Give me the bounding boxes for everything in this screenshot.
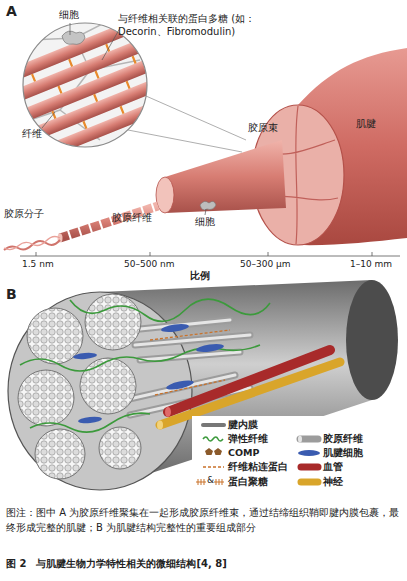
- zoom-line: [128, 130, 242, 152]
- elastic-fibre: [70, 299, 270, 321]
- fascicle: [18, 370, 74, 426]
- blood-vessel: [168, 350, 330, 412]
- leader-line: [102, 28, 120, 60]
- figure-note: 图注：图中 A 为胶原纤维聚集在一起形成胶原纤维束，通过结缔组织鞘即腱内膜包裹，…: [6, 506, 402, 535]
- tenocyte: [78, 416, 102, 424]
- legend-sample: [298, 450, 320, 456]
- cell-shape: [62, 31, 85, 44]
- legend-text: 纤维粘连蛋白: [228, 461, 288, 473]
- tenocyte: [166, 379, 195, 392]
- panel-letter: A: [6, 3, 17, 21]
- legend-text: 肌腱细胞: [323, 447, 363, 459]
- legend-sample: [301, 464, 318, 471]
- callout-label: 细胞: [59, 9, 79, 22]
- zoom-circle: [23, 23, 147, 147]
- legend-text: 胶原纤维: [323, 433, 363, 445]
- zoom-line: [146, 96, 246, 140]
- part-label: 胶原分子: [4, 208, 44, 221]
- scale-title: 比例: [190, 270, 210, 283]
- leader-line: [70, 23, 71, 35]
- fascicle: [80, 358, 136, 414]
- legend-sample: [203, 437, 223, 441]
- fascicle: [85, 294, 141, 350]
- panel-letter: B: [6, 286, 17, 304]
- part-label: 胶原纤维: [112, 212, 152, 225]
- fibre: [22, 89, 189, 167]
- scale-value: 50–300 μm: [240, 259, 290, 270]
- legend-text: 腱内膜: [228, 419, 258, 431]
- legend-text: 蛋白聚糖: [228, 476, 268, 488]
- legend-text: 神经: [323, 476, 343, 488]
- fascicle-cylinder: [165, 140, 286, 213]
- tenocyte: [161, 323, 190, 334]
- tenocyte: [196, 343, 225, 354]
- scale-ticks: [36, 252, 372, 256]
- collagen-fibril: [60, 206, 158, 238]
- legend-sample: [298, 436, 302, 443]
- tube-back: [346, 280, 398, 400]
- nerve: [160, 362, 340, 425]
- elastic-fibre: [20, 345, 260, 371]
- elastic-fibre: [30, 413, 150, 432]
- legend-text: 血管: [323, 461, 343, 473]
- callout-label: 与纤维相关联的蛋白多糖 (如：Decorin、Fibromodulin): [118, 13, 276, 38]
- callout-label: 细胞: [195, 216, 215, 229]
- part-label: 胶原束: [248, 122, 278, 135]
- fascicle-end: [156, 177, 174, 213]
- leader-line: [42, 112, 55, 128]
- legend-text: 弹性纤维: [228, 433, 268, 445]
- fascicle: [99, 427, 141, 469]
- legend-joiner: &: [207, 475, 214, 486]
- legend-sample: [205, 448, 222, 455]
- vessel-end: [165, 407, 171, 417]
- callout-label: 纤维: [22, 128, 42, 141]
- nerve-end: [157, 421, 163, 430]
- leader-line: [205, 209, 206, 215]
- legend-text: COMP: [228, 447, 259, 459]
- scale-value: 1–10 mm: [350, 259, 392, 270]
- scale-value: 50–500 nm: [124, 259, 174, 270]
- legend-sample: [203, 423, 224, 427]
- collagen-molecule: [4, 237, 60, 250]
- figure-caption: 图 2 与肌腱生物力学特性相关的微细结构[4, 8]: [6, 558, 402, 571]
- legend-sample: [301, 479, 318, 486]
- scale-value: 1.5 nm: [22, 259, 54, 270]
- fibronectin: [150, 330, 230, 395]
- part-label: 肌腱: [356, 118, 376, 131]
- legend-sample: [203, 466, 224, 468]
- legend-sample: [300, 436, 318, 443]
- scale-axis: [20, 256, 400, 257]
- cell-shape: [200, 201, 216, 210]
- fascicle: [35, 429, 85, 479]
- tenocyte: [73, 352, 97, 360]
